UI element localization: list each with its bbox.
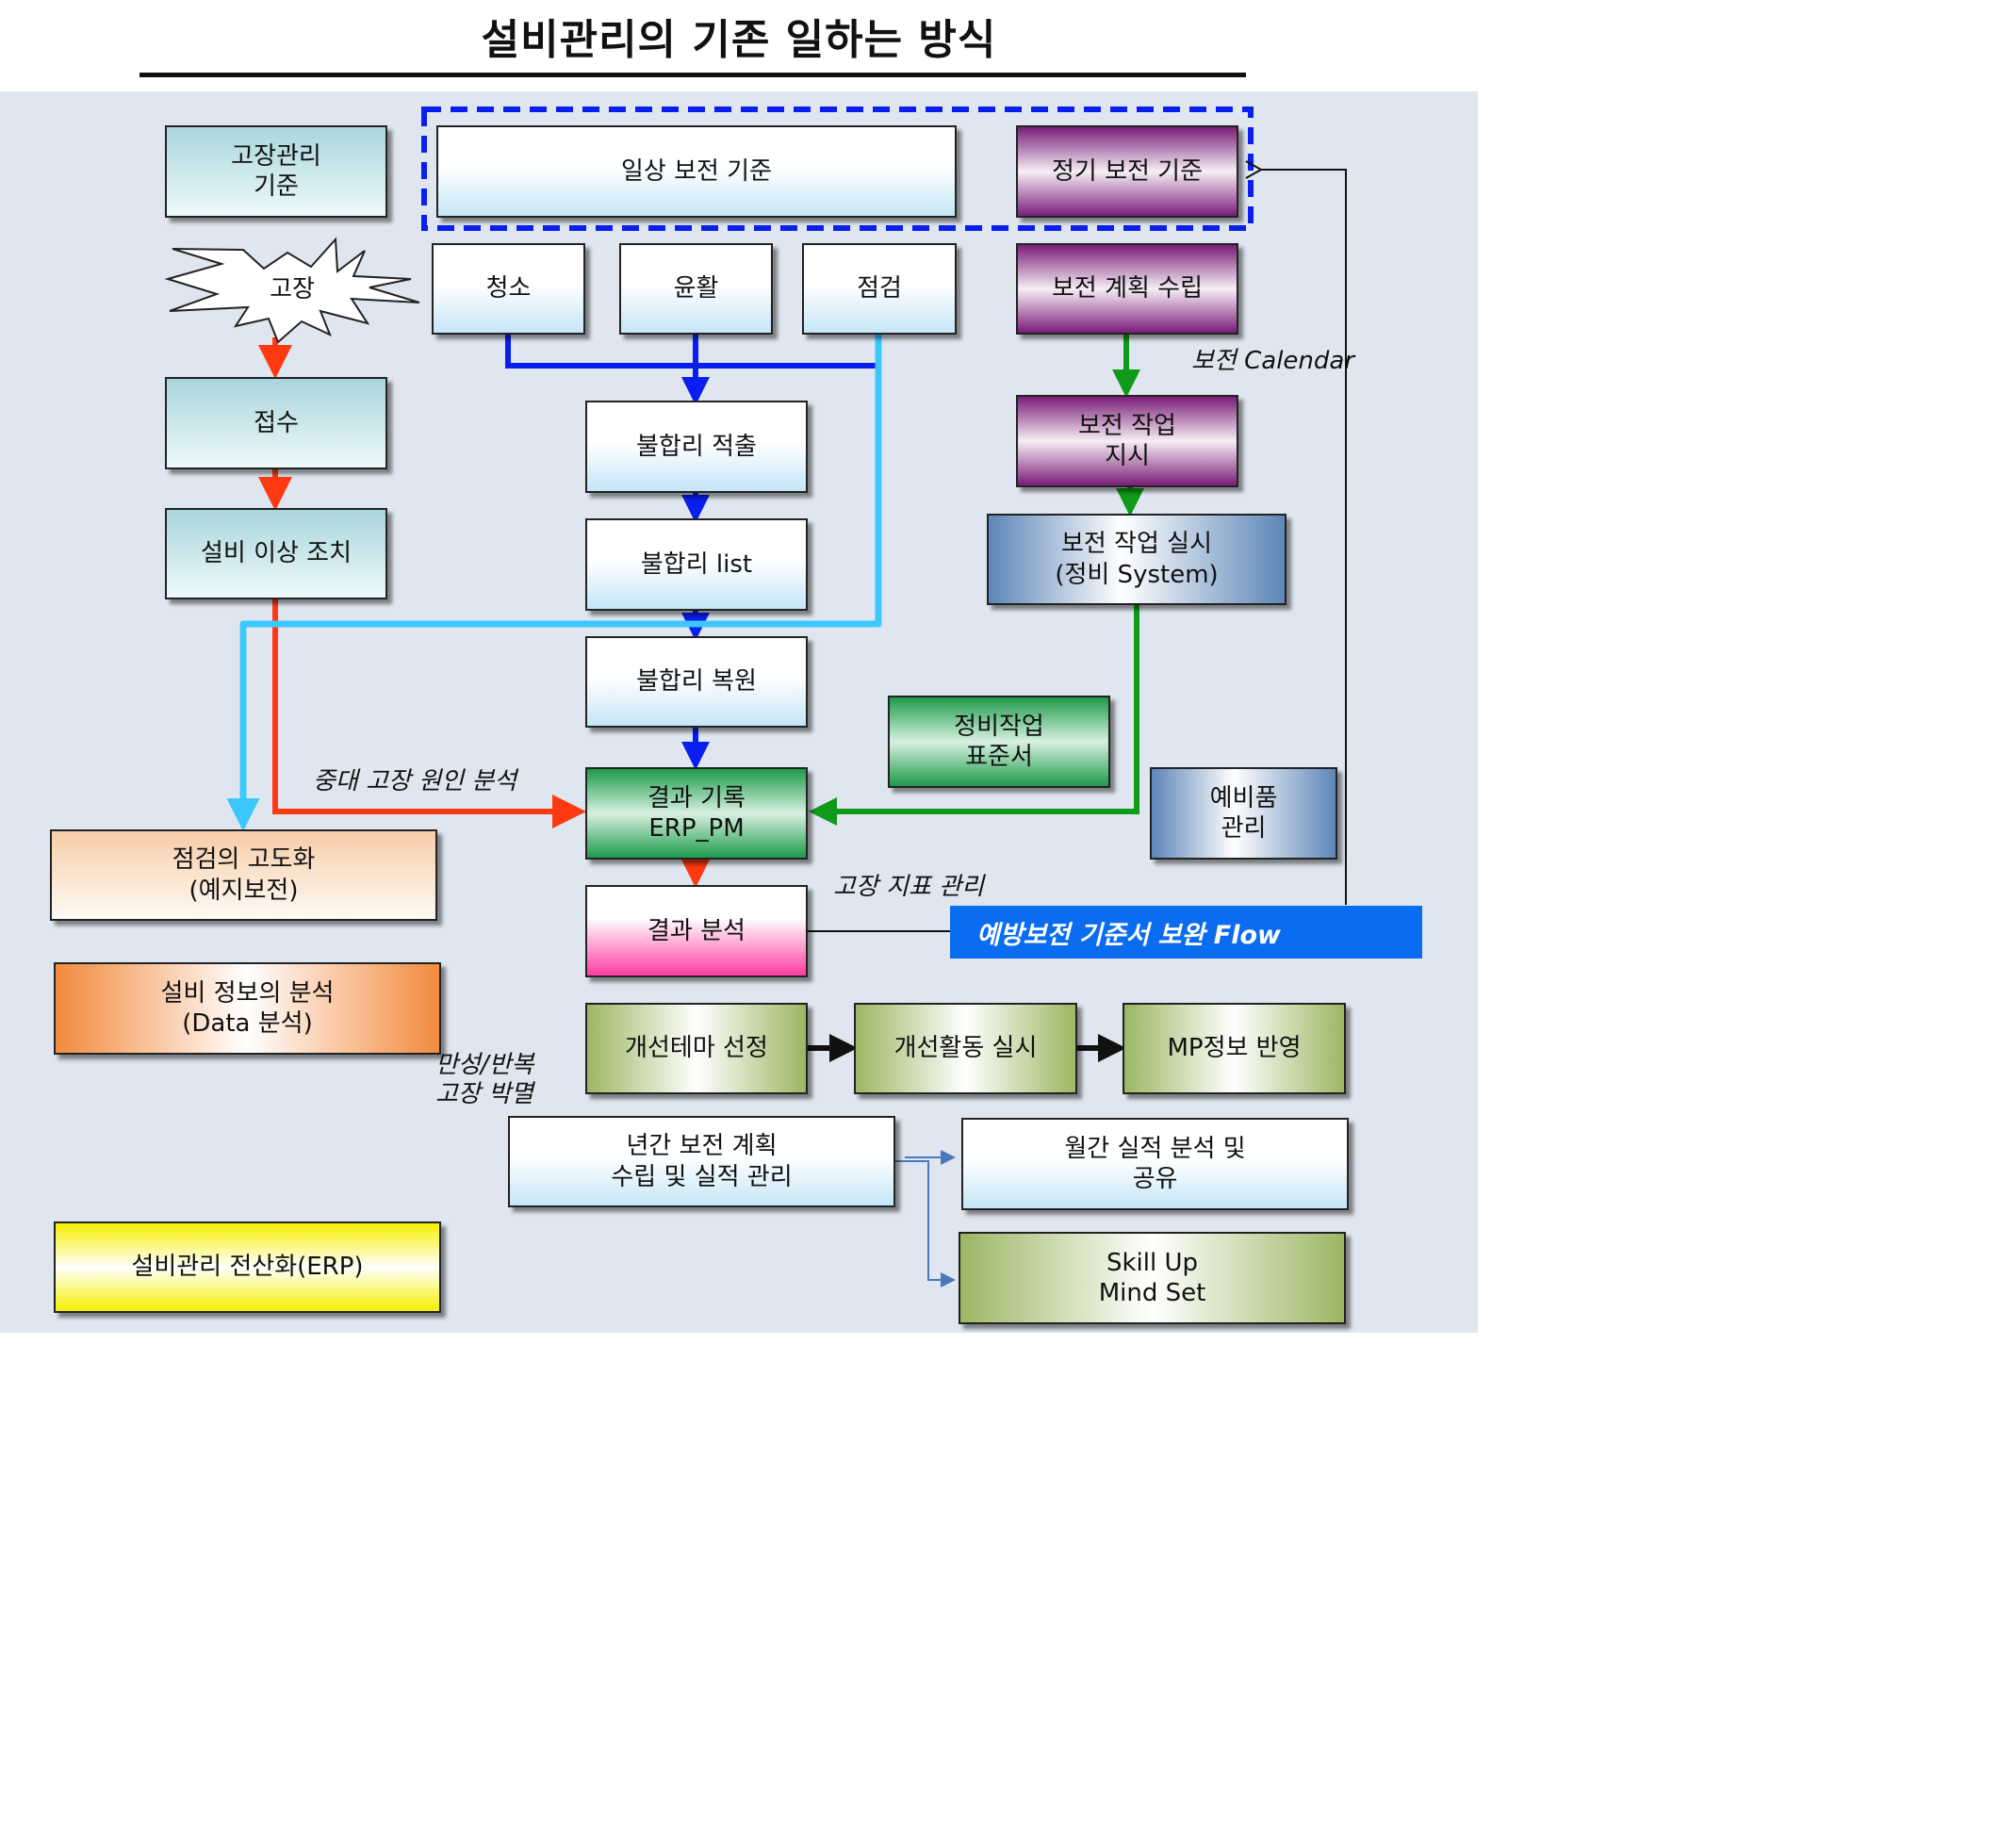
page-title: 설비관리의 기존 일하는 방식 xyxy=(481,16,997,64)
failure-index-note: 고장 지표 관리 xyxy=(833,873,985,901)
nonconformity-restore-box: 불합리 복원 xyxy=(585,636,808,728)
daily-maintenance-standard-box: 일상 보전 기준 xyxy=(436,125,957,218)
receipt-box: 접수 xyxy=(165,377,387,469)
chronic-failure-note: 만성/반복 고장 박멸 xyxy=(435,1051,534,1109)
line-cleaning-branch xyxy=(505,335,877,369)
mp-reflect-box: MP정보 반영 xyxy=(1123,1003,1346,1094)
spare-parts-box: 예비품 관리 xyxy=(1150,767,1337,860)
arrow-inspection-to-advanced xyxy=(226,335,882,831)
lubrication-box: 윤활 xyxy=(619,243,773,335)
major-failure-note: 중대 고장 원인 분석 xyxy=(313,767,517,795)
work-order-box: 보전 작업 지시 xyxy=(1016,395,1238,487)
inspection-box: 점검 xyxy=(802,243,957,335)
work-standard-document-box: 정비작업 표준서 xyxy=(888,696,1110,788)
annual-plan-box: 년간 보전 계획 수립 및 실적 관리 xyxy=(508,1116,895,1207)
connector-layer xyxy=(164,107,1347,1287)
preventive-standard-banner: 예방보전 기준서 보완 Flow xyxy=(950,906,1422,959)
result-record-box: 결과 기록 ERP_PM xyxy=(585,767,808,860)
title-underline xyxy=(139,73,1246,77)
abnormal-action-box: 설비 이상 조치 xyxy=(165,508,387,599)
calendar-note: 보전 Calendar xyxy=(1191,347,1355,375)
arrow-exec-to-record xyxy=(809,605,1139,826)
skill-up-box: Skill Up Mind Set xyxy=(959,1232,1346,1324)
arrow-feedback-to-periodic xyxy=(1261,170,1347,905)
data-analysis-box: 설비 정보의 분석 (Data 분석) xyxy=(54,962,441,1055)
failure-burst-shape xyxy=(164,237,420,344)
failure-label: 고장 xyxy=(270,275,315,303)
nonconformity-list-box: 불합리 list xyxy=(585,518,808,611)
cleaning-box: 청소 xyxy=(432,243,585,335)
advanced-inspection-box: 점검의 고도화 (예지보전) xyxy=(50,829,437,921)
maintenance-plan-box: 보전 계획 수립 xyxy=(1016,243,1238,335)
improvement-activity-box: 개선활동 실시 xyxy=(854,1003,1077,1094)
arrow-annual-to-skill xyxy=(895,1160,956,1287)
failure-management-standard-box: 고장관리 기준 xyxy=(165,125,387,218)
work-execution-box: 보전 작업 실시 (정비 System) xyxy=(987,514,1287,605)
monthly-share-box: 월간 실적 분석 및 공유 xyxy=(961,1118,1349,1210)
theme-selection-box: 개선테마 선정 xyxy=(585,1003,808,1094)
nonconformity-detection-box: 불합리 적출 xyxy=(585,401,808,493)
periodic-maintenance-standard-box: 정기 보전 기준 xyxy=(1016,125,1238,218)
erp-computerization-box: 설비관리 전산화(ERP) xyxy=(54,1221,441,1313)
result-analysis-box: 결과 분석 xyxy=(585,885,808,977)
arrow-action-to-record xyxy=(272,599,586,828)
